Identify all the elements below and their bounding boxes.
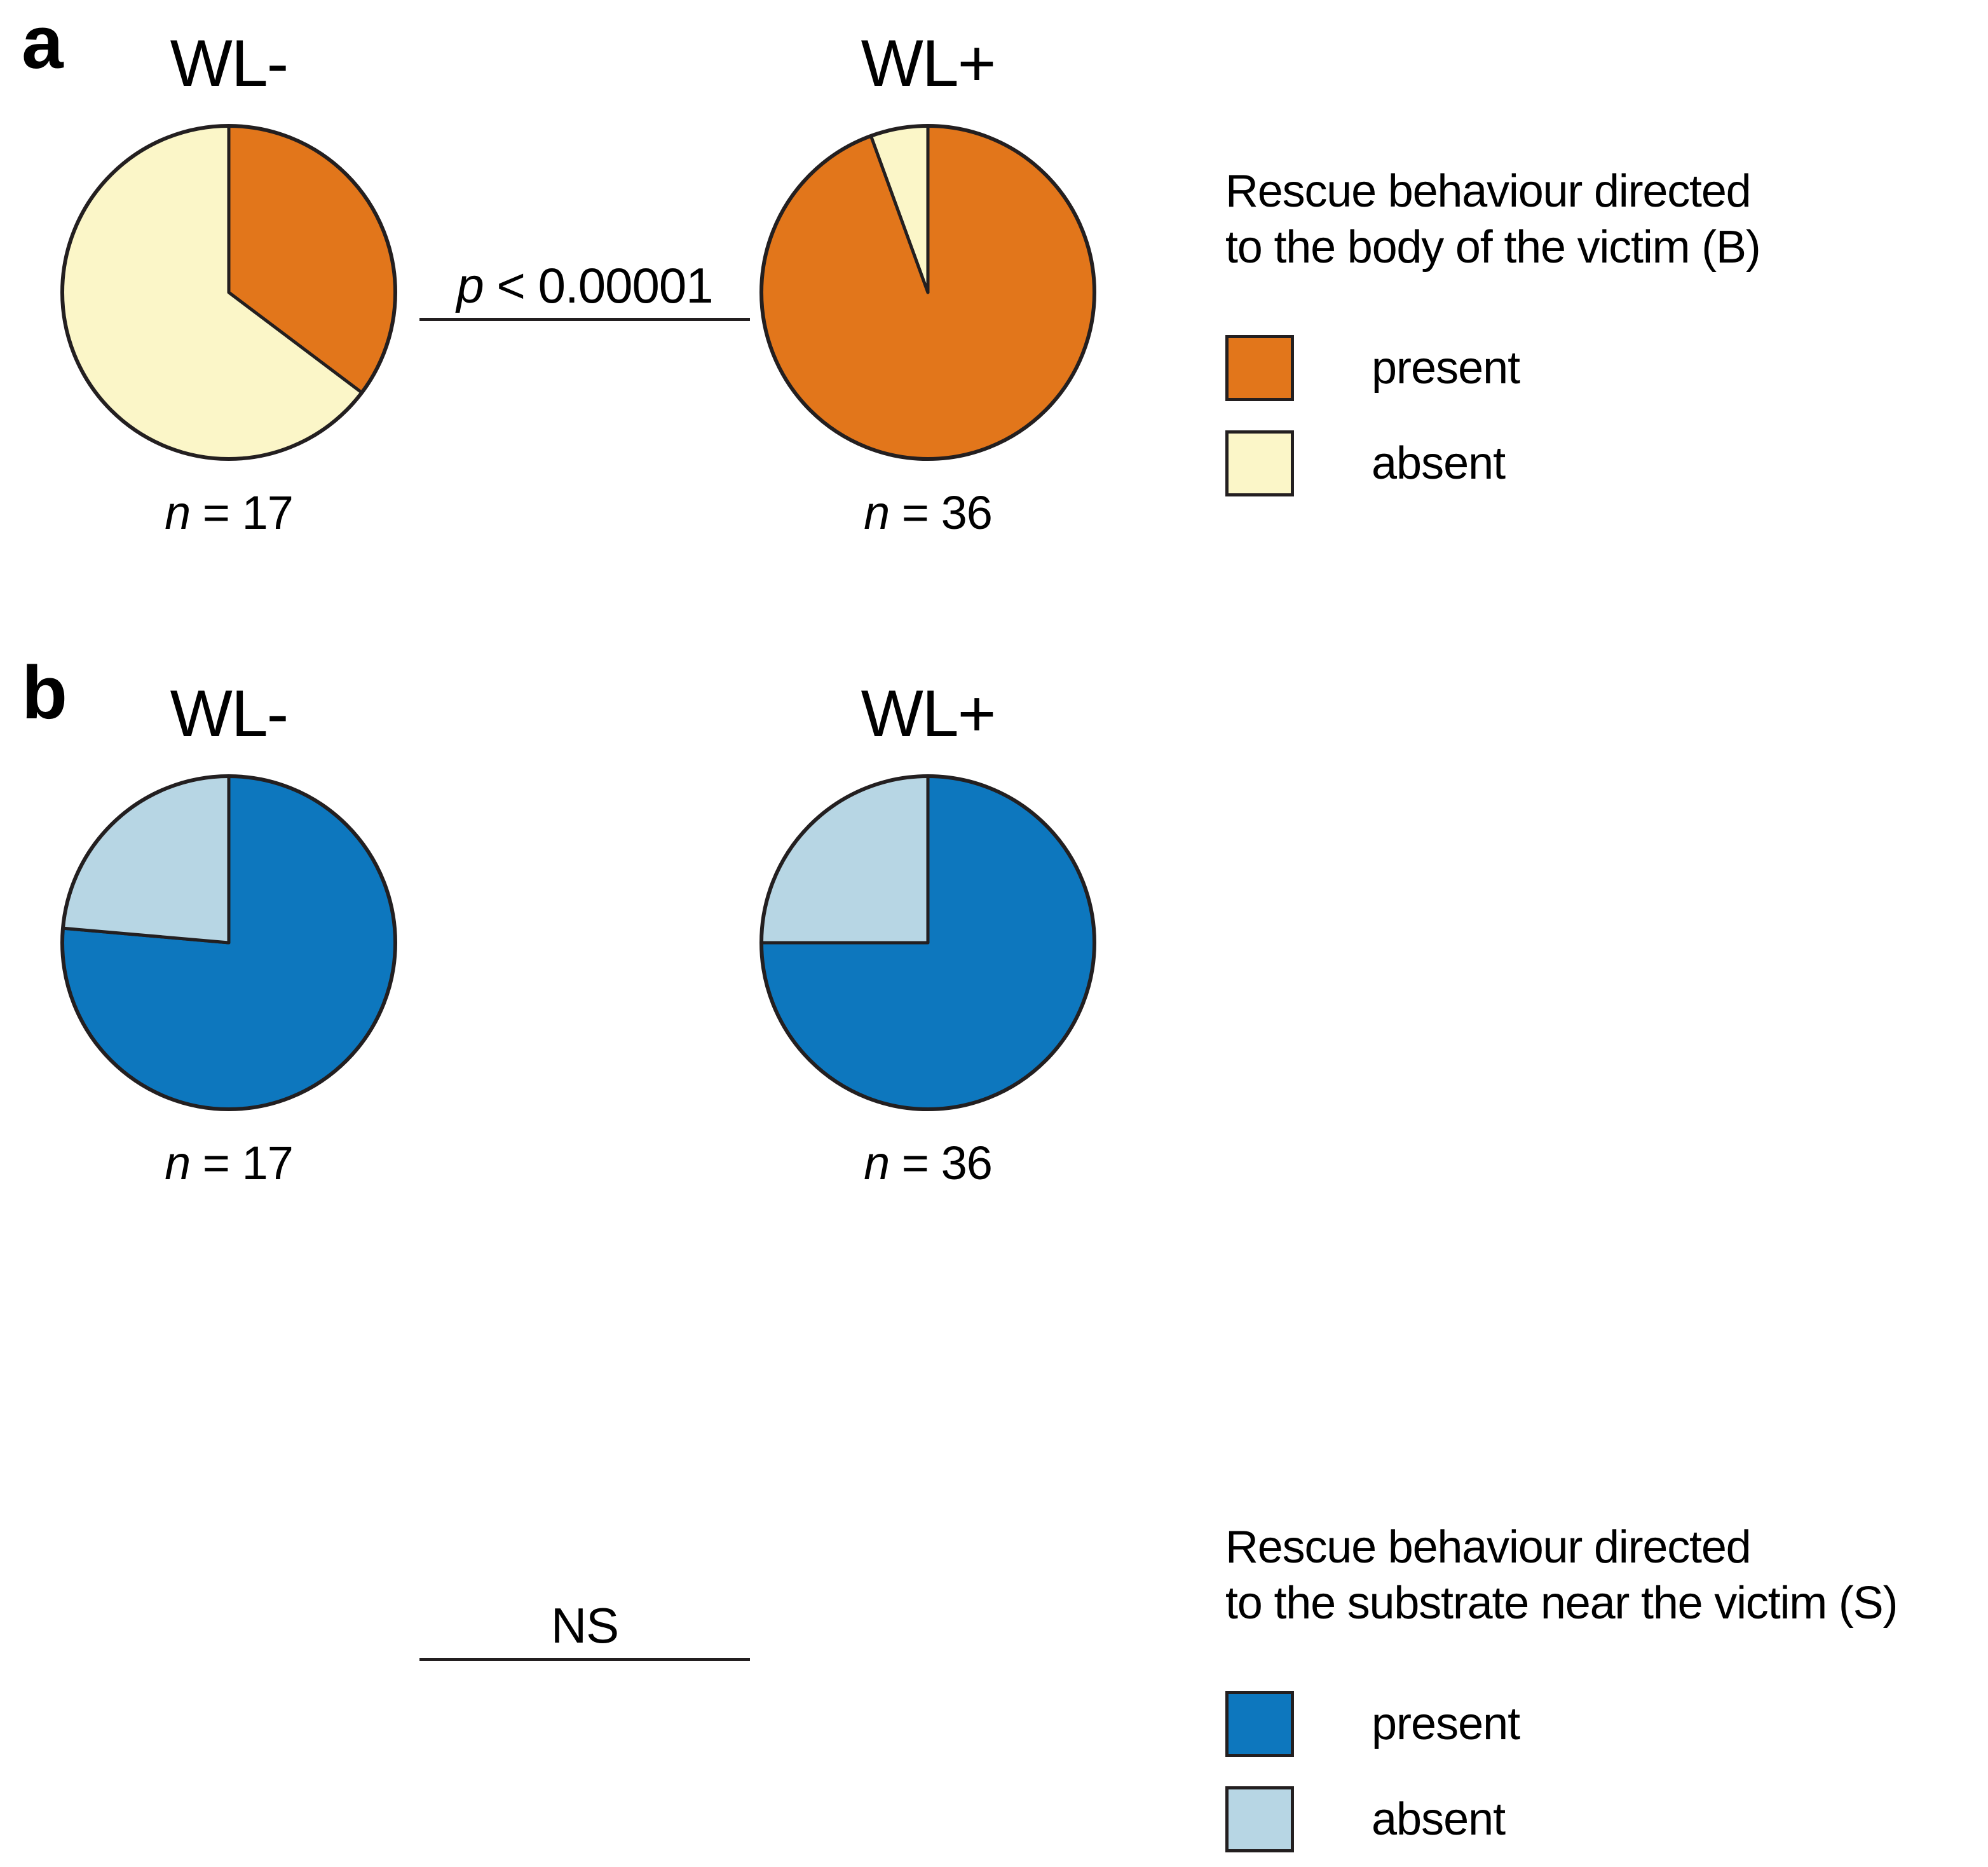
- pie-group-a-wl-minus: WL- n = 17: [57, 31, 400, 537]
- panel-label-b: b: [22, 651, 67, 735]
- pie-svg-b-wl-minus: [60, 774, 397, 1111]
- n-symbol: n: [864, 486, 890, 539]
- pie-chart-a-wl-plus: [756, 121, 1100, 464]
- pie-group-b-wl-plus: WL+ n = 36: [756, 681, 1100, 1187]
- legend-label-absent-b: absent: [1372, 1793, 1506, 1845]
- pie-sample-size-a-wl-plus: n = 36: [756, 489, 1100, 537]
- legend-swatch-absent-a: [1225, 430, 1294, 496]
- pie-title-b-wl-plus: WL+: [861, 677, 997, 751]
- pie-slices: [60, 124, 397, 461]
- pie-svg-b-wl-plus: [759, 774, 1096, 1111]
- legend-row-present-b: present: [1225, 1676, 1975, 1772]
- p-value-text: < 0.00001: [483, 257, 713, 313]
- legend-items-a: present absent: [1225, 320, 1975, 511]
- pie-slice-absent: [759, 774, 930, 945]
- legend-swatch-present-a: [1225, 334, 1294, 401]
- n-value: = 17: [190, 486, 294, 539]
- pie-chart-b-wl-minus: [57, 771, 400, 1114]
- pie-group-b-wl-minus: WL- n = 17: [57, 681, 400, 1187]
- pie-chart-a-wl-minus: [57, 121, 400, 464]
- panel-b: b WL- n = 17 WL+ n = 36 NS Rescue behavi…: [0, 650, 1988, 1852]
- n-symbol: n: [165, 486, 191, 539]
- p-symbol: p: [456, 257, 484, 313]
- legend-label-absent-a: absent: [1372, 437, 1506, 489]
- pie-sample-size-b-wl-plus: n = 36: [756, 1140, 1100, 1187]
- legend-swatch-absent-b: [1225, 1786, 1294, 1852]
- pie-slices: [759, 124, 1096, 461]
- significance-label-b: NS: [419, 1601, 750, 1650]
- pie-slices: [60, 774, 397, 1111]
- n-symbol: n: [165, 1137, 191, 1189]
- legend-row-absent-a: absent: [1225, 416, 1975, 511]
- pie-svg-a-wl-plus: [759, 124, 1096, 461]
- pie-sample-size-b-wl-minus: n = 17: [57, 1140, 400, 1187]
- significance-annotation-a: p < 0.00001: [419, 261, 750, 321]
- n-symbol: n: [864, 1137, 890, 1189]
- ns-text: NS: [550, 1597, 619, 1653]
- legend-title-a: Rescue behaviour directed to the body of…: [1225, 166, 1761, 273]
- pie-slice-absent: [61, 774, 231, 945]
- significance-annotation-b: NS: [419, 1601, 750, 1661]
- significance-connector-line-a: [419, 318, 750, 321]
- pie-title-a-wl-plus: WL+: [861, 27, 997, 100]
- legend-a: Rescue behaviour directed to the body of…: [1225, 164, 1975, 511]
- pie-svg-a-wl-minus: [60, 124, 397, 461]
- pie-sample-size-a-wl-minus: n = 17: [57, 489, 400, 537]
- pie-outline: [759, 774, 1096, 1111]
- pie-outline: [60, 124, 397, 461]
- legend-row-present-a: present: [1225, 320, 1975, 416]
- panel-a: a WL- n = 17 WL+ n = 36 p < 0.00001 Resc…: [0, 0, 1988, 650]
- legend-label-present-a: present: [1372, 342, 1520, 393]
- pie-outline: [759, 124, 1096, 461]
- pie-title-a-wl-minus: WL-: [170, 27, 289, 100]
- pie-title-b-wl-minus: WL-: [170, 677, 289, 751]
- pie-group-a-wl-plus: WL+ n = 36: [756, 31, 1100, 537]
- legend-title-b: Rescue behaviour directed to the substra…: [1225, 1522, 1898, 1629]
- legend-row-absent-b: absent: [1225, 1772, 1975, 1867]
- legend-label-present-b: present: [1372, 1698, 1520, 1749]
- panel-label-a: a: [22, 1, 64, 85]
- n-value: = 36: [889, 1137, 993, 1189]
- pie-slices: [759, 774, 1096, 1111]
- pie-outline: [60, 774, 397, 1111]
- pie-chart-b-wl-plus: [756, 771, 1100, 1114]
- significance-label-a: p < 0.00001: [419, 261, 750, 310]
- n-value: = 36: [889, 486, 993, 539]
- legend-swatch-present-b: [1225, 1690, 1294, 1757]
- significance-connector-line-b: [419, 1658, 750, 1661]
- n-value: = 17: [190, 1137, 294, 1189]
- legend-b: Rescue behaviour directed to the substra…: [1225, 1520, 1975, 1867]
- legend-items-b: present absent: [1225, 1676, 1975, 1867]
